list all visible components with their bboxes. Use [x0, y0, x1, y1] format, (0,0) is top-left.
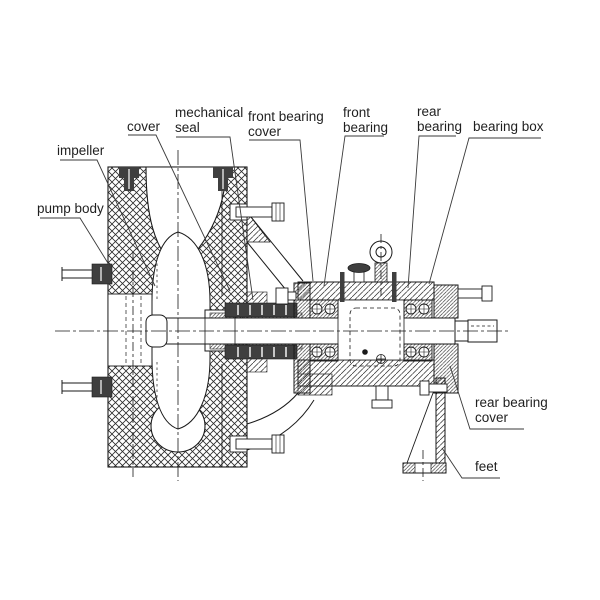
cover-studs	[229, 202, 285, 454]
svg-text:mechanical: mechanical	[175, 105, 243, 120]
label-mechanical-seal: mechanical seal	[175, 105, 243, 135]
label-feet: feet	[475, 459, 498, 474]
suction-window	[107, 293, 153, 367]
leader-impeller	[60, 159, 156, 287]
foot-bracket	[402, 377, 447, 474]
centerlines	[55, 150, 508, 481]
leader-bearing-box	[428, 137, 541, 285]
mechanical-seal-assembly	[224, 291, 298, 373]
label-rear-bearing-cover: rear bearing cover	[475, 395, 548, 425]
leader-rear-bearing	[407, 135, 456, 289]
discharge-flange-studs	[119, 167, 233, 191]
label-impeller: impeller	[57, 143, 105, 158]
svg-text:front bearing: front bearing	[248, 109, 324, 124]
svg-text:cover: cover	[248, 124, 282, 139]
svg-text:cover: cover	[475, 410, 509, 425]
svg-text:bearing: bearing	[417, 119, 462, 134]
oil-level-plug	[362, 349, 368, 355]
suction-flange-studs	[61, 263, 113, 398]
oil-drain-mark	[376, 354, 386, 364]
label-bearing-box: bearing box	[473, 119, 544, 134]
leader-pump-body	[40, 217, 112, 269]
label-cover: cover	[127, 119, 161, 134]
front-bearing-assembly	[309, 299, 339, 362]
leader-feet	[441, 447, 500, 479]
label-rear-bearing: rear bearing	[417, 104, 462, 134]
leader-rear-bearing-cover	[449, 365, 524, 430]
svg-text:seal: seal	[175, 120, 200, 135]
front-bearing-cover-section	[293, 282, 311, 394]
labels: impeller pump body cover mechanical seal…	[37, 104, 548, 474]
svg-text:front: front	[343, 105, 370, 120]
svg-text:rear: rear	[417, 104, 442, 119]
oil-filler-cap	[347, 263, 371, 283]
rear-bearing-assembly	[403, 299, 433, 362]
leader-lines	[40, 134, 541, 479]
leader-front-bearing	[323, 135, 384, 287]
bearing-box-studs	[275, 285, 493, 409]
label-front-bearing: front bearing	[343, 105, 388, 135]
svg-text:bearing: bearing	[343, 120, 388, 135]
label-front-bearing-cover: front bearing cover	[248, 109, 324, 139]
leader-cover	[128, 134, 231, 292]
drain-plug	[375, 385, 389, 401]
leader-mechanical-seal	[176, 136, 254, 301]
foot-bolt	[419, 380, 430, 396]
label-pump-body: pump body	[37, 201, 104, 216]
bearing-box-section	[293, 272, 459, 394]
svg-text:rear bearing: rear bearing	[475, 395, 548, 410]
leader-front-bearing-cover	[249, 139, 314, 282]
oil-chamber	[337, 299, 405, 361]
